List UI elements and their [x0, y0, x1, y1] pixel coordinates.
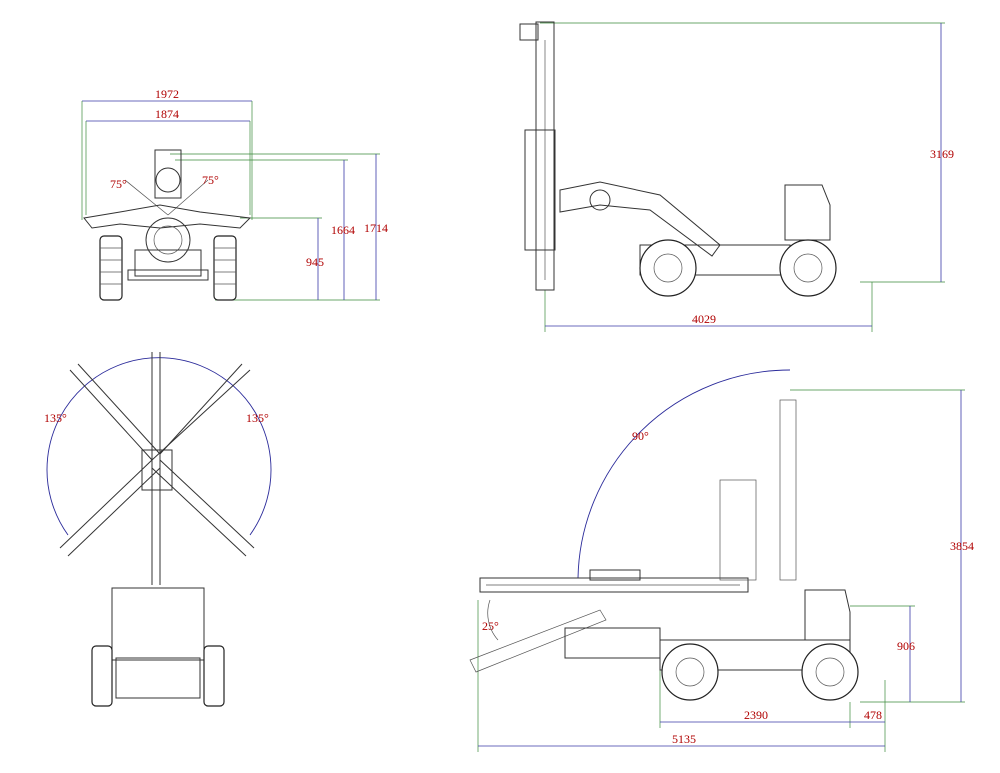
dim-work-rear-overhang: 478 [864, 708, 882, 722]
dim-side-mast-height: 3169 [930, 147, 954, 161]
dim-work-seat-height: 906 [897, 639, 915, 653]
dim-top-swing-right: 135° [246, 411, 269, 425]
dim-work-max-height: 3854 [950, 539, 974, 553]
top-view: 135° 135° [44, 352, 272, 707]
dim-front-height-low: 945 [306, 255, 324, 269]
dim-front-angle-right: 75° [202, 173, 219, 187]
dim-front-overall-width: 1972 [155, 87, 179, 101]
dim-work-wheelbase: 2390 [744, 708, 768, 722]
dim-work-tilt-angle: 25° [482, 619, 499, 633]
dim-work-lift-angle: 90° [632, 429, 649, 443]
dim-front-height-top: 1714 [364, 221, 388, 235]
working-view: 90° 25° 3854 906 2390 478 5135 [469, 369, 974, 752]
side-view: 3169 4029 [519, 21, 954, 332]
dim-side-overall-length: 4029 [692, 312, 716, 326]
dim-front-angle-left: 75° [110, 177, 127, 191]
dim-work-total-length: 5135 [672, 732, 696, 746]
dim-top-swing-left: 135° [44, 411, 67, 425]
front-view: 1972 1874 1714 1664 945 75° 75° [81, 87, 388, 301]
dim-front-height-mid: 1664 [331, 223, 355, 237]
dim-front-track-width: 1874 [155, 107, 179, 121]
